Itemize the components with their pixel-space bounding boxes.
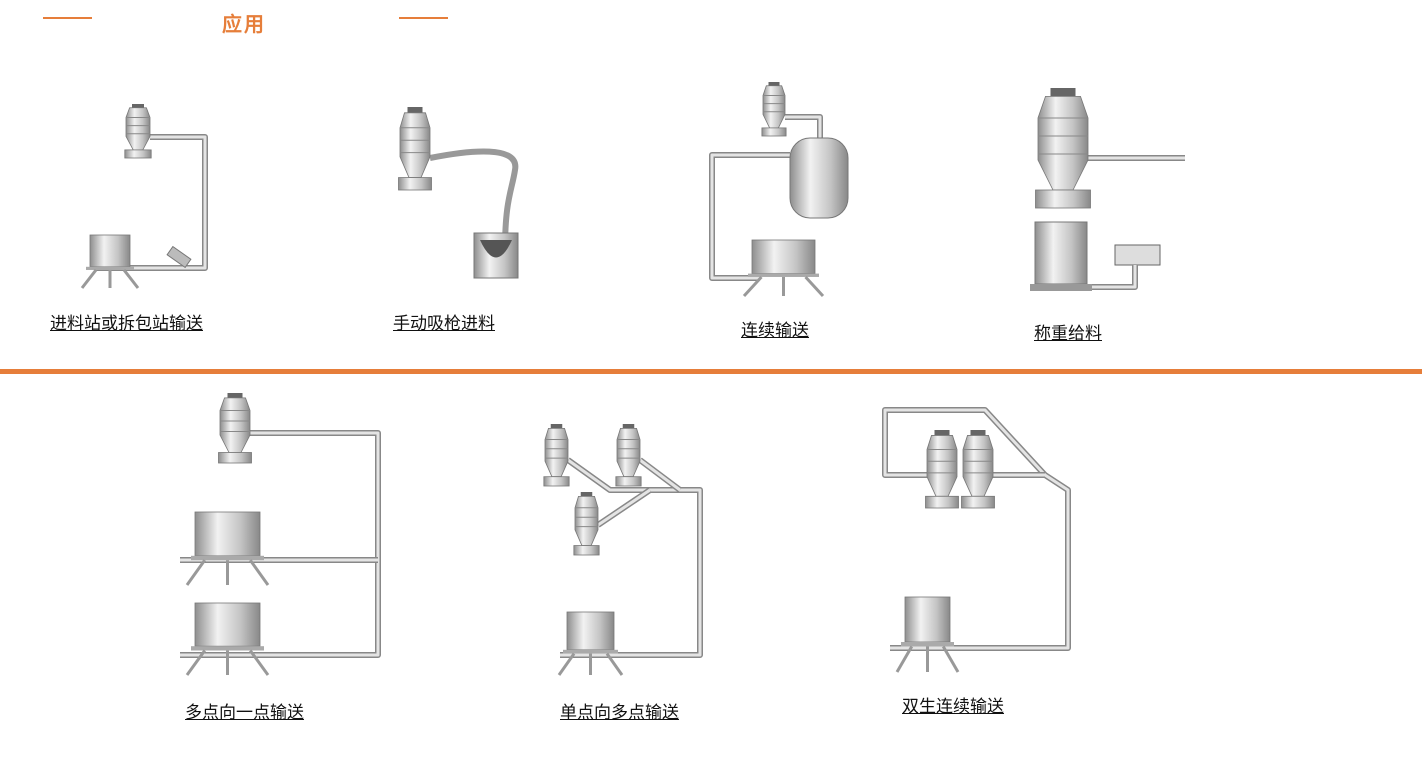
station-leg [557,652,576,676]
pipe [785,114,823,140]
header-line-left [43,17,92,19]
hopper-lid [934,430,950,436]
receiving-tank [789,137,849,219]
material [480,240,512,258]
station-leg [185,559,206,586]
station-rim [748,273,819,277]
weigh-container [1034,221,1088,285]
hopper-base [1035,189,1091,209]
station-rim [191,646,264,651]
vacuum-hopper [544,427,569,478]
app-link-twin-continuous[interactable]: 双生连续输送 [902,697,1004,717]
station-rim [191,555,264,561]
suction-hose [429,148,519,251]
feeding-station-bin [194,511,261,557]
station-leg [742,275,763,298]
hopper-base [124,149,152,159]
hopper-lid [407,107,423,113]
app-link-multi-to-one[interactable]: 多点向一点输送 [185,703,304,723]
vacuum-hopper [762,85,786,129]
hopper-lid [1050,88,1076,97]
station-rim [563,649,618,654]
hopper-base [573,545,600,556]
vacuum-hopper [125,107,151,151]
app-link-continuous-conveying[interactable]: 连续输送 [741,321,809,341]
pipe-highlight [180,431,380,657]
pipe-highlight [883,408,1070,650]
hopper-base [615,476,642,487]
feeding-station-bin [89,234,131,268]
diverter-valve [166,245,192,269]
section-divider [0,369,1422,374]
vacuum-hopper [962,435,994,497]
app-link-feeding-station[interactable]: 进料站或拆包站输送 [50,314,203,334]
station-leg [80,269,98,289]
feeding-station-bin [566,611,615,651]
feeding-station-bin [904,596,951,643]
vacuum-hopper [1037,96,1089,191]
station-leg [895,645,914,673]
hopper-base [761,127,787,137]
app-link-one-to-multi[interactable]: 单点向多点输送 [560,703,679,723]
section-title: 应用 [222,12,266,36]
hopper-base [961,495,995,509]
station-leg [605,652,624,676]
hopper-lid [622,424,635,429]
app-link-weighing-feeding[interactable]: 称重给料 [1034,324,1102,344]
hopper-base [925,495,959,509]
pipe [1092,265,1138,290]
hopper-base [398,177,432,191]
hopper-lid [768,82,780,86]
station-leg [249,559,270,586]
pipe-highlight [710,153,790,280]
station-leg [804,275,825,298]
station-rim [901,642,954,647]
pipe-highlight [95,135,207,270]
scale-platform [1030,284,1092,291]
pipe-highlight [597,488,651,527]
pipe-highlight [639,458,681,492]
station-leg [185,649,206,676]
station-leg [941,645,960,673]
vacuum-hopper [616,427,641,478]
station-leg [249,649,270,676]
vacuum-hopper [574,496,599,546]
vacuum-hopper [926,435,958,497]
station-rim [86,266,134,270]
vacuum-hopper [219,397,251,453]
hopper-lid [970,430,986,436]
vacuum-hopper [399,112,431,178]
station-leg [122,269,140,289]
hopper-lid [580,492,593,497]
pipe-highlight [785,115,822,140]
app-link-manual-suction-wand[interactable]: 手动吸枪进料 [393,314,495,334]
hopper-lid [550,424,563,429]
weight-display [1114,244,1161,266]
pipe-highlight [560,458,702,657]
hopper-lid [227,393,243,398]
hopper-lid [132,104,144,108]
header-line-right [399,17,448,19]
pipe-highlight [1092,265,1137,289]
hopper-base [218,452,252,464]
feeding-station-bin [751,239,816,274]
feeding-station-bin [194,602,261,647]
hopper-base [543,476,570,487]
